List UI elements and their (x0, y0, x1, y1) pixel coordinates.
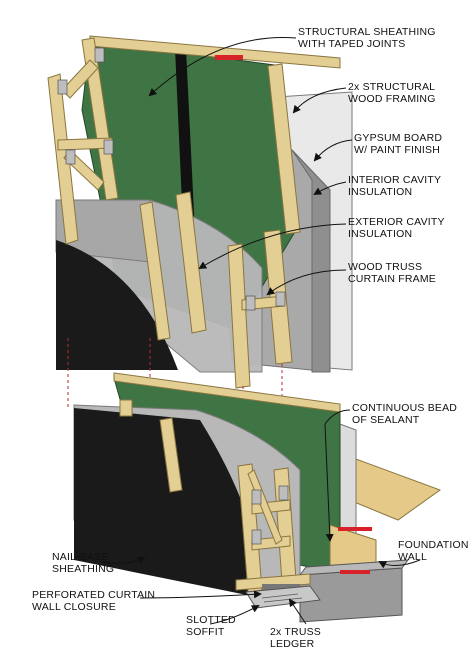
sealant-bead (338, 527, 372, 531)
label-line: WALL CLOSURE (32, 601, 116, 613)
label-foundation-wall: FOUNDATION WALL (398, 539, 469, 563)
label-line: EXTERIOR CAVITY (348, 216, 445, 228)
label-line: SLOTTED (186, 614, 236, 626)
label-line: CURTAIN FRAME (348, 273, 436, 285)
gusset-plates-lower (251, 485, 289, 545)
label-line: STRUCTURAL SHEATHING (298, 26, 436, 38)
upper-assembly (47, 35, 353, 389)
label-slotted-soffit: SLOTTED SOFFIT (186, 614, 236, 638)
label-line: INTERIOR CAVITY (348, 174, 442, 186)
label-line: NAIL-BASE (52, 551, 109, 563)
label-line: WOOD TRUSS (348, 261, 423, 273)
nail-base-sheathing-upper (56, 240, 178, 370)
label-line: PERFORATED CURTAIN (32, 589, 156, 601)
nail-base-sheathing-lower (74, 408, 262, 598)
label-line: 2x TRUSS (270, 626, 322, 638)
left-truss-upper (47, 37, 119, 245)
gusset-plates-upper (57, 47, 286, 311)
slotted-soffit (245, 585, 321, 609)
label-line: CONTINUOUS BEAD (352, 402, 458, 414)
label-line: WALL (398, 551, 428, 563)
label-line: W/ PAINT FINISH (354, 144, 441, 156)
label-line: LEDGER (270, 638, 315, 650)
label-line: GYPSUM BOARD (354, 132, 443, 144)
label-line: SHEATHING (52, 563, 115, 575)
studs-upper (139, 63, 301, 389)
label-line: OF SEALANT (352, 414, 420, 426)
label-interior-insulation: INTERIOR CAVITY INSULATION (348, 174, 441, 198)
label-line: INSULATION (348, 186, 413, 198)
label-line: SOFFIT (186, 626, 225, 638)
label-line: INSULATION (348, 228, 413, 240)
label-truss-ledger: 2x TRUSS LEDGER (270, 626, 321, 650)
label-structural-sheathing: STRUCTURAL SHEATHING WITH TAPED JOINTS (298, 26, 436, 50)
label-line: 2x STRUCTURAL (348, 81, 436, 93)
label-structural-framing: 2x STRUCTURAL WOOD FRAMING (348, 81, 436, 105)
label-continuous-bead: CONTINUOUS BEAD OF SEALANT (352, 402, 457, 426)
leader-lines (101, 36, 421, 625)
label-line: FOUNDATION (398, 539, 469, 551)
label-nail-base: NAIL-BASE SHEATHING (52, 551, 114, 575)
label-line: WOOD FRAMING (348, 93, 436, 105)
label-perforated-closure: PERFORATED CURTAIN WALL CLOSURE (32, 589, 155, 613)
lower-framing (113, 372, 341, 593)
label-exterior-insulation: EXTERIOR CAVITY INSULATION (348, 216, 445, 240)
red-tape (215, 55, 243, 60)
label-line: WITH TAPED JOINTS (298, 38, 406, 50)
lower-assembly (73, 372, 442, 623)
label-gypsum-board: GYPSUM BOARD W/ PAINT FINISH (354, 132, 442, 156)
label-wood-truss: WOOD TRUSS CURTAIN FRAME (348, 261, 436, 285)
